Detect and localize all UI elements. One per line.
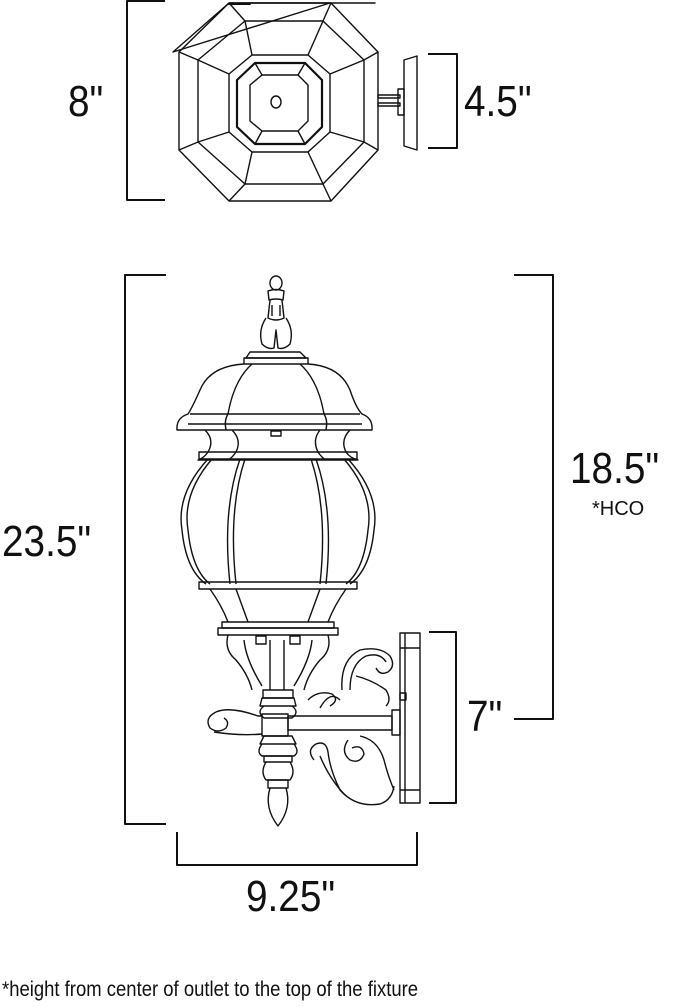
footnote: *height from center of outlet to the top… xyxy=(2,978,419,1001)
dimension-overall-width: 9.25" xyxy=(246,872,336,921)
dimension-backplate-height: 7" xyxy=(467,692,503,741)
dimension-height-center-outlet: 18.5" xyxy=(570,444,660,493)
top-view xyxy=(126,0,458,202)
hco-marker: *HCO xyxy=(592,498,645,520)
dimension-backplate-width: 4.5" xyxy=(464,77,532,126)
front-view xyxy=(124,274,554,866)
dimension-top-depth: 8" xyxy=(68,77,104,126)
dimension-overall-height: 23.5" xyxy=(2,517,92,566)
